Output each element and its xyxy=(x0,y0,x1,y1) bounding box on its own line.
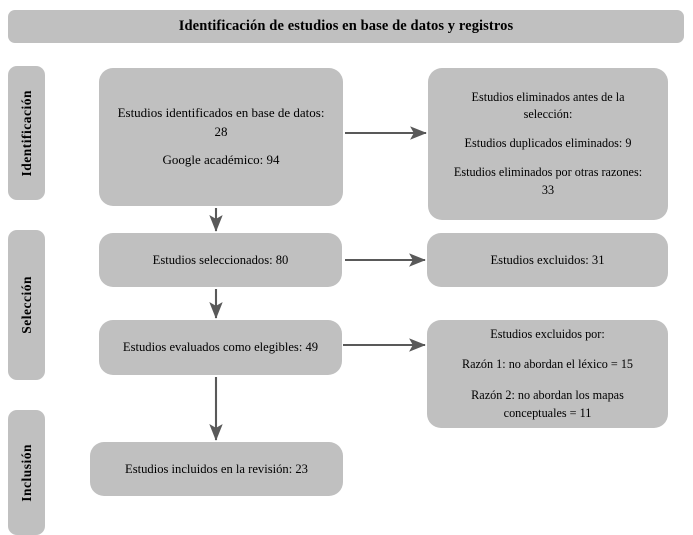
screened-label: Estudios seleccionados: 80 xyxy=(152,252,289,267)
stage-identificacion: Identificación xyxy=(8,66,45,200)
excluded-reason-2-line-2: conceptuales = 11 xyxy=(503,405,592,420)
diagram-title-bar: Identificación de estudios en base de da… xyxy=(8,10,684,43)
box-estudios-identificados: Estudios identificados en base de datos:… xyxy=(99,68,343,206)
identified-count: 28 xyxy=(214,124,228,140)
page-title: Identificación de estudios en base de da… xyxy=(178,18,514,34)
identified-line-1: Estudios identificados en base de datos: xyxy=(117,105,325,121)
box-estudios-evaluados-elegibles: Estudios evaluados como elegibles: 49 xyxy=(99,320,342,375)
removed-title-line-1: Estudios eliminados antes de la xyxy=(471,89,625,104)
box-estudios-eliminados-antes: Estudios eliminados antes de la selecció… xyxy=(428,68,668,220)
stage-label-inclusion: Inclusión xyxy=(18,443,34,502)
stage-seleccion: Selección xyxy=(8,230,45,380)
removed-other-reasons-count: 33 xyxy=(541,182,555,197)
stage-label-seleccion: Selección xyxy=(18,276,34,334)
eligible-label: Estudios evaluados como elegibles: 49 xyxy=(122,340,319,354)
box-estudios-excluidos-por-razones: Estudios excluidos por: Razón 1: no abor… xyxy=(427,320,668,428)
removed-title-line-2: selección: xyxy=(523,107,573,122)
excluded-screened-label: Estudios excluidos: 31 xyxy=(490,252,605,267)
excluded-reason-2-line-1: Razón 2: no abordan los mapas xyxy=(471,388,624,402)
identified-google-scholar: Google académico: 94 xyxy=(162,151,280,167)
removed-other-reasons: Estudios eliminados por otras razones: xyxy=(453,164,643,179)
box-estudios-excluidos: Estudios excluidos: 31 xyxy=(427,233,668,287)
box-estudios-seleccionados: Estudios seleccionados: 80 xyxy=(99,233,342,287)
removed-duplicates: Estudios duplicados eliminados: 9 xyxy=(464,136,632,151)
stage-inclusion: Inclusión xyxy=(8,410,45,535)
excluded-reason-1: Razón 1: no abordan el léxico = 15 xyxy=(461,357,634,372)
stage-label-identificacion: Identificación xyxy=(18,89,34,177)
box-estudios-incluidos-revision: Estudios incluidos en la revisión: 23 xyxy=(90,442,343,496)
excluded-eligible-title: Estudios excluidos por: xyxy=(490,326,605,341)
included-label: Estudios incluidos en la revisión: 23 xyxy=(125,461,308,476)
